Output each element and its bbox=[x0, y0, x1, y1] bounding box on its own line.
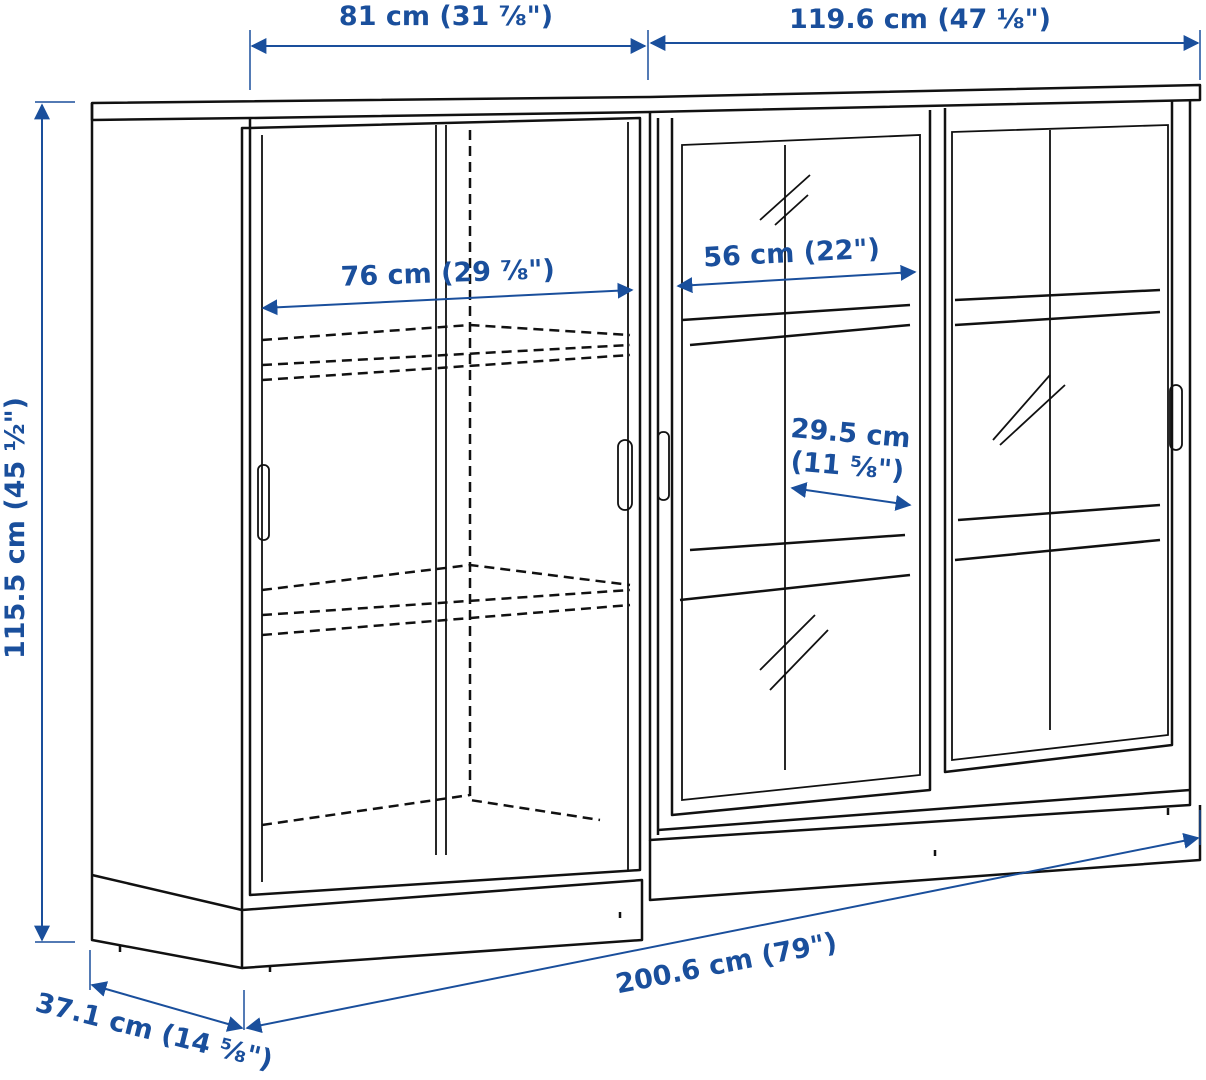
left-inner-width-label: 76 cm (29 ⅞") bbox=[340, 254, 555, 292]
right-width-label: 119.6 cm (47 ⅛") bbox=[789, 4, 1051, 35]
right-inner-width-label: 56 cm (22") bbox=[702, 233, 880, 273]
height-label: 115.5 cm (45 ½") bbox=[0, 397, 31, 659]
left-width-label: 81 cm (31 ⅞") bbox=[339, 1, 553, 32]
total-width-label: 200.6 cm (79") bbox=[613, 927, 839, 1000]
cabinet-drawing bbox=[90, 83, 1202, 972]
depth-label: 37.1 cm (14 ⅝") bbox=[32, 987, 276, 1076]
dimension-lines bbox=[34, 30, 1201, 1034]
